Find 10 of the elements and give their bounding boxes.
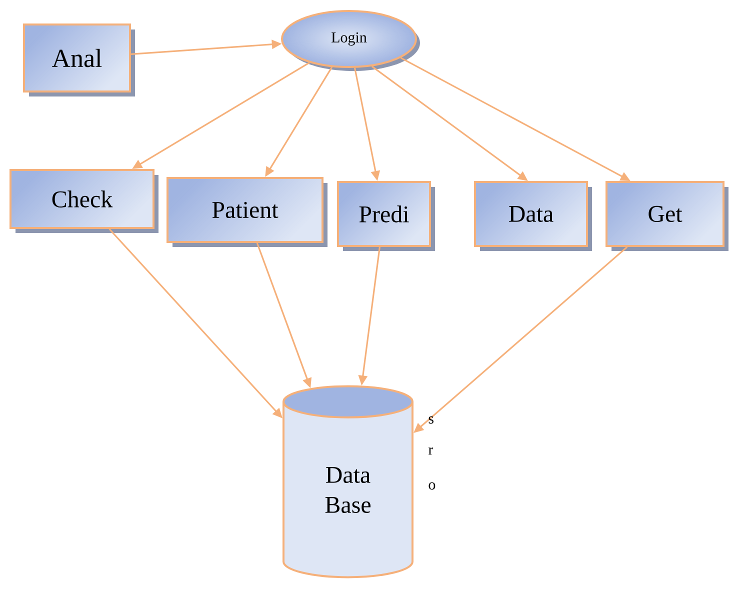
process-box: Data: [474, 181, 592, 251]
process-box: Get: [606, 181, 728, 251]
process-box: Predi: [337, 181, 435, 251]
text-fragment: o: [428, 482, 436, 490]
text-fragment: r: [428, 447, 434, 455]
text-fragment: s: [428, 416, 434, 424]
process-box: Anal: [23, 24, 135, 96]
database-cylinder: Data Base: [282, 385, 414, 578]
process-box: Patient: [166, 177, 328, 247]
process-box: Check: [10, 169, 158, 233]
